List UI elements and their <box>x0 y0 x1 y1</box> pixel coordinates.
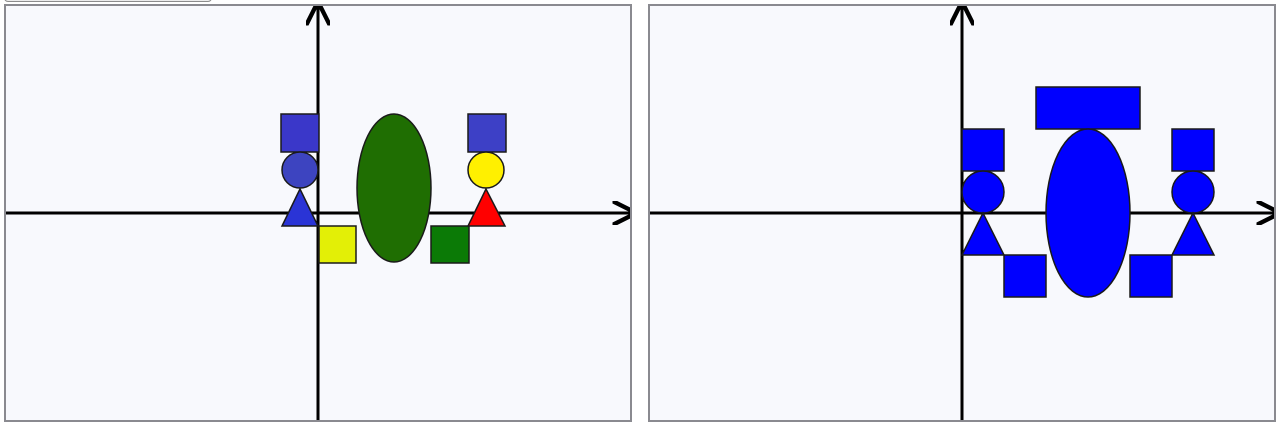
square-top-left[interactable] <box>280 113 320 153</box>
left-canvas <box>6 6 630 420</box>
square-top-right[interactable] <box>467 113 507 153</box>
square-top-right[interactable] <box>1171 128 1215 172</box>
circle-left[interactable] <box>281 151 319 189</box>
bar-top[interactable] <box>1035 86 1141 130</box>
square-bottom-right[interactable] <box>1129 254 1173 298</box>
ellipse-center[interactable] <box>1045 128 1131 298</box>
square-bottom-left[interactable] <box>1003 254 1047 298</box>
circle-right[interactable] <box>1171 170 1215 214</box>
right-panel <box>648 4 1276 422</box>
triangle-left[interactable] <box>280 187 320 227</box>
triangle-red[interactable] <box>466 187 507 227</box>
circle-left[interactable] <box>961 170 1005 214</box>
square-top-left[interactable] <box>961 128 1005 172</box>
triangle-right[interactable] <box>1170 211 1216 256</box>
square-green[interactable] <box>430 225 470 264</box>
triangle-left[interactable] <box>960 211 1006 256</box>
left-panel <box>4 4 632 422</box>
ellipse-green[interactable] <box>356 113 432 263</box>
tab-remnant[interactable] <box>4 0 212 2</box>
square-yellow[interactable] <box>318 225 357 264</box>
circle-yellow[interactable] <box>467 151 505 189</box>
right-canvas <box>650 6 1274 420</box>
